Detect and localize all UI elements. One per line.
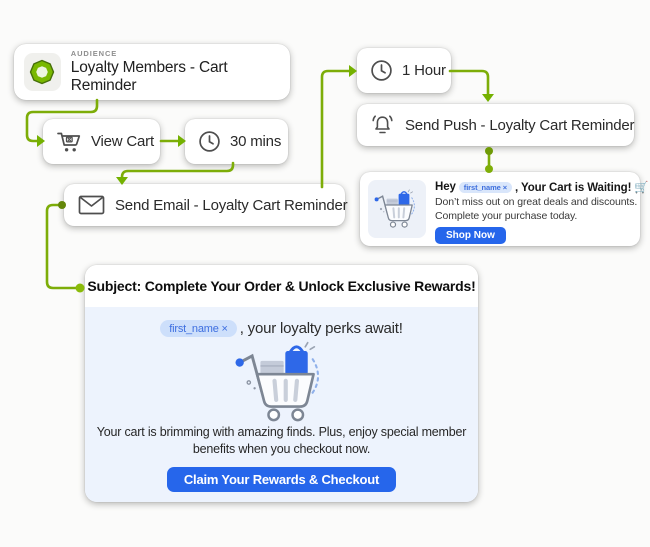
email-preview: Subject: Complete Your Order & Unlock Ex… <box>85 265 478 502</box>
delay-60-label: 1 Hour <box>402 62 446 79</box>
email-subject-bar: Subject: Complete Your Order & Unlock Ex… <box>85 265 478 307</box>
email-body-text: Your cart is brimming with amazing finds… <box>96 424 467 458</box>
audience-tag: AUDIENCE <box>70 49 118 58</box>
send-email-label: Send Email - Loyalty Cart Reminder <box>115 196 348 214</box>
connector-sendemail-to-1hour <box>320 69 352 189</box>
push-body-line1: Don’t miss out on great deals and discou… <box>435 196 638 208</box>
email-greeting: first_name × , your loyalty perks await! <box>160 320 403 337</box>
push-notification-preview: Hey first_name × , Your Cart is Waiting!… <box>360 172 649 246</box>
push-preview-body: Don’t miss out on great deals and discou… <box>435 196 637 223</box>
email-body-line2: benefits when you checkout now. <box>192 441 371 456</box>
email-greeting-suffix: , your loyalty perks await! <box>239 320 403 337</box>
cart-illustration <box>373 189 421 229</box>
clock-icon <box>370 59 393 82</box>
cart-icon <box>56 129 82 154</box>
merge-tag-pill[interactable]: first_name × <box>160 320 237 337</box>
bell-icon <box>370 113 395 137</box>
node-send-email[interactable]: Send Email - Loyalty Cart Reminder <box>64 184 348 226</box>
cart-illustration <box>232 341 332 424</box>
node-send-push[interactable]: Send Push - Loyalty Cart Reminder <box>357 104 635 146</box>
envelope-icon <box>78 195 105 215</box>
push-body-line2: Complete your purchase today. <box>435 209 578 222</box>
send-push-label: Send Push - Loyalty Cart Reminder <box>405 116 635 134</box>
push-title-suffix: , Your Cart is Waiting! 🛒 <box>515 182 649 194</box>
push-preview-image-box <box>368 180 426 238</box>
clock-icon <box>198 130 221 153</box>
email-subject: Subject: Complete Your Order & Unlock Ex… <box>87 278 476 294</box>
push-preview-title: Hey first_name × , Your Cart is Waiting!… <box>435 180 649 194</box>
connector-30mins-to-sendemail <box>120 161 235 179</box>
delay-30-label: 30 mins <box>230 133 282 150</box>
node-delay-30-mins[interactable]: 30 mins <box>185 119 288 164</box>
polygon-ring-icon <box>29 59 55 85</box>
push-greeting-prefix: Hey <box>435 181 456 193</box>
shop-now-button[interactable]: Shop Now <box>435 227 506 245</box>
audience-icon-box <box>24 53 61 91</box>
audience-title: Loyalty Members - Cart Reminder <box>70 59 228 94</box>
node-view-cart[interactable]: View Cart <box>43 119 160 164</box>
view-cart-label: View Cart <box>91 133 154 150</box>
claim-rewards-checkout-button[interactable]: Claim Your Rewards & Checkout <box>166 466 397 492</box>
node-delay-1-hour[interactable]: 1 Hour <box>357 48 451 93</box>
merge-tag-pill[interactable]: first_name × <box>458 181 512 193</box>
node-audience[interactable]: AUDIENCE Loyalty Members - Cart Reminder <box>14 44 290 100</box>
email-body: first_name × , your loyalty perks await! <box>85 307 478 502</box>
connector-1hour-to-sendpush <box>448 69 490 97</box>
email-body-line1: Your cart is brimming with amazing finds… <box>96 425 467 439</box>
